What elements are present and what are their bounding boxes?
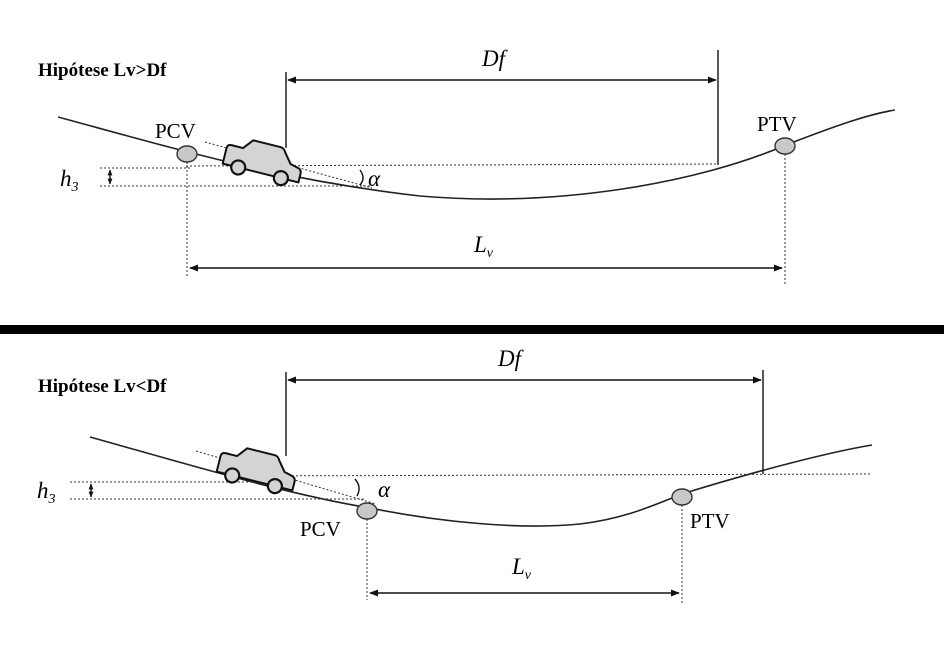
bottom-ptv-node bbox=[671, 488, 693, 506]
top-df-label: Df bbox=[481, 46, 509, 71]
top-pcv-label: PCV bbox=[155, 119, 196, 143]
top-panel: Hipótese Lv>Df Df h3 α PCV PTV Lv bbox=[38, 46, 896, 285]
bottom-pcv-label: PCV bbox=[300, 517, 341, 541]
bottom-df-label: Df bbox=[497, 346, 525, 371]
top-ptv-label: PTV bbox=[757, 112, 797, 136]
top-title: Hipótese Lv>Df bbox=[38, 60, 167, 81]
panel-separator bbox=[0, 325, 944, 334]
bottom-h3-label: h3 bbox=[37, 478, 56, 507]
top-car-icon bbox=[221, 139, 302, 187]
bottom-alpha-arc bbox=[354, 478, 360, 497]
bottom-vertical-curve bbox=[89, 436, 873, 527]
top-h3-label: h3 bbox=[60, 166, 79, 195]
bottom-alpha-label: α bbox=[378, 477, 391, 502]
top-ptv-node bbox=[774, 137, 796, 155]
top-lv-label: Lv bbox=[473, 232, 494, 261]
top-alpha-label: α bbox=[368, 166, 381, 191]
bottom-ptv-label: PTV bbox=[690, 509, 730, 533]
top-pcv-node bbox=[176, 145, 198, 163]
top-alpha-arc bbox=[359, 169, 364, 186]
bottom-pcv-node bbox=[356, 502, 378, 520]
bottom-sight-line bbox=[239, 473, 871, 477]
top-vertical-curve bbox=[57, 109, 896, 200]
bottom-title: Hipótese Lv<Df bbox=[38, 376, 167, 397]
bottom-car-icon bbox=[215, 447, 296, 495]
bottom-panel: Hipótese Lv<Df Df h3 α PCV PTV Lv bbox=[37, 346, 873, 605]
bottom-lv-label: Lv bbox=[511, 554, 532, 583]
